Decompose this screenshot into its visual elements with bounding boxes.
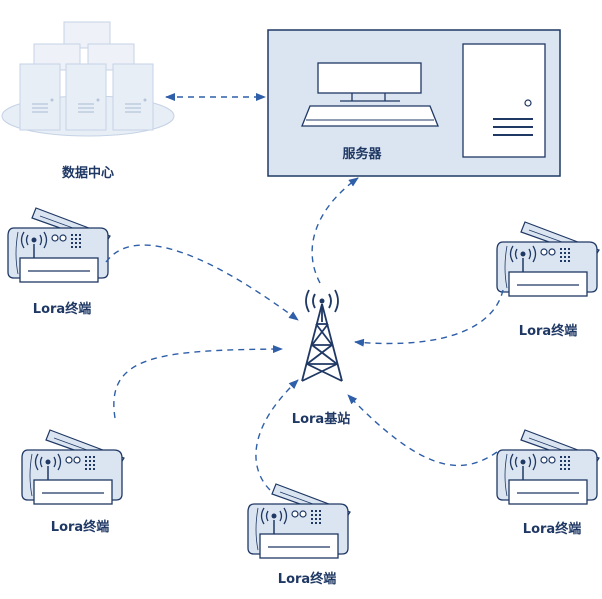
terminal-2-label: Lora终端 [518, 324, 578, 339]
data-center-label: 数据中心 [61, 166, 115, 181]
terminal-3-icon [21, 429, 125, 505]
server-label: 服务器 [342, 147, 382, 162]
link-terminal5-tower [347, 394, 498, 467]
link-terminal4-tower [255, 379, 299, 491]
terminal-5-label: Lora终端 [522, 522, 582, 537]
terminal-1-label: Lora终端 [32, 302, 92, 317]
link-tower-server [311, 177, 359, 284]
link-terminal1-tower [105, 244, 299, 321]
link-terminal2-tower [354, 289, 504, 347]
data-center-icon [1, 21, 175, 137]
link-terminal3-tower [113, 345, 283, 419]
terminal-3-label: Lora终端 [50, 520, 110, 535]
terminal-5-icon [496, 429, 600, 505]
terminal-4-icon [247, 483, 351, 559]
base-station-label: Lora基站 [291, 412, 351, 427]
terminal-2-icon [496, 221, 600, 297]
base-station-tower-icon [301, 289, 343, 382]
server-icon [267, 29, 561, 177]
terminal-1-icon [7, 207, 111, 283]
terminal-4-label: Lora终端 [277, 572, 337, 587]
